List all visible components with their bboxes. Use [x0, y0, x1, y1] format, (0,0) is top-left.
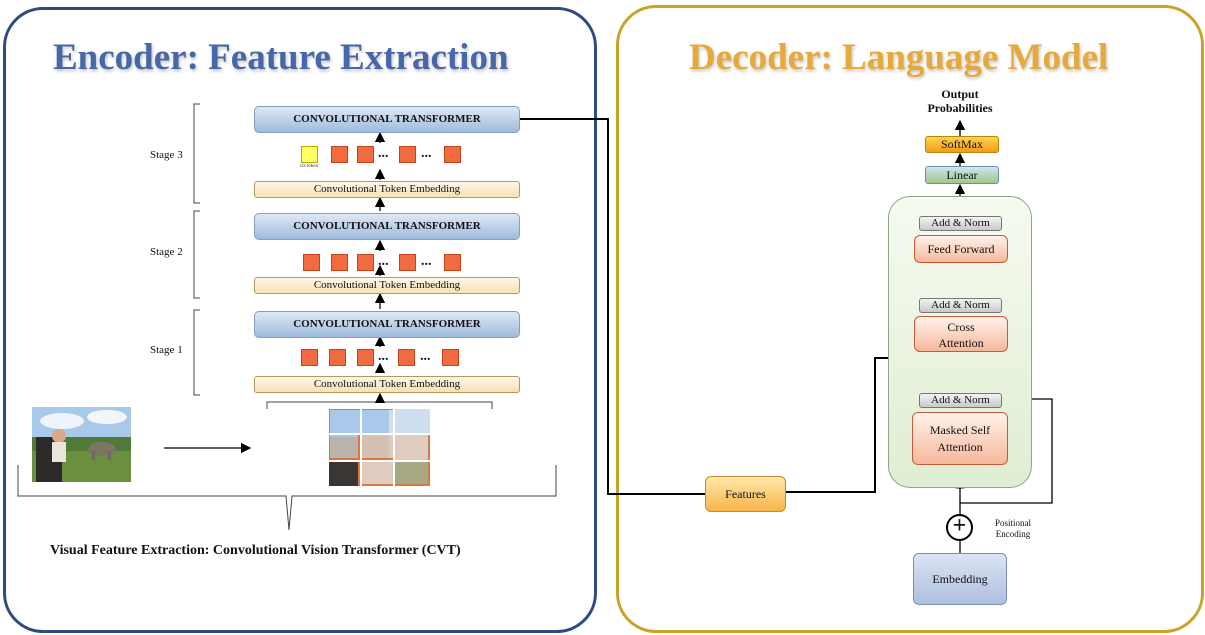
- cross-attention-line-1: Cross: [947, 320, 975, 334]
- softmax-box: SoftMax: [925, 136, 999, 153]
- token: [444, 254, 461, 271]
- token: [303, 254, 320, 271]
- add-norm-top: Add & Norm: [919, 216, 1002, 231]
- stage-3-conv-transformer: CONVOLUTIONAL TRANSFORMER: [254, 106, 520, 133]
- cross-attention-line-2: Attention: [938, 336, 984, 350]
- encoder-title: Encoder: Feature Extraction: [53, 37, 509, 78]
- stage-3-token-embedding: Convolutional Token Embedding: [254, 181, 520, 198]
- stage-1-label: Stage 1: [150, 344, 183, 356]
- output-line-2: Probabilities: [927, 101, 993, 115]
- stage-2-token-embedding: Convolutional Token Embedding: [254, 277, 520, 294]
- token: [357, 146, 374, 163]
- cross-attention-box: Cross Attention: [914, 316, 1008, 352]
- stage-1-token-embedding: Convolutional Token Embedding: [254, 376, 520, 393]
- cls-token: [301, 146, 318, 163]
- token: [329, 349, 346, 366]
- add-norm-bottom: Add & Norm: [919, 393, 1002, 408]
- encoder-caption: Visual Feature Extraction: Convolutional…: [50, 543, 461, 558]
- token: [399, 146, 416, 163]
- token: [357, 254, 374, 271]
- add-circle-icon: +: [946, 514, 973, 541]
- add-norm-middle: Add & Norm: [919, 298, 1002, 313]
- token: [331, 146, 348, 163]
- ellipsis: ...: [378, 349, 389, 364]
- output-probabilities-label: Output Probabilities: [910, 87, 1010, 115]
- stage-2-conv-transformer: CONVOLUTIONAL TRANSFORMER: [254, 213, 520, 240]
- feed-forward-box: Feed Forward: [914, 235, 1008, 263]
- token: [398, 349, 415, 366]
- linear-box: Linear: [925, 166, 999, 184]
- masked-self-attention-box: Masked Self Attention: [912, 412, 1008, 465]
- ellipsis: ...: [378, 254, 389, 269]
- token: [357, 349, 374, 366]
- stage-3-label: Stage 3: [150, 149, 183, 161]
- decoder-title: Decoder: Language Model: [689, 37, 1109, 78]
- features-box: Features: [705, 476, 786, 512]
- token: [442, 349, 459, 366]
- ellipsis: ...: [420, 349, 431, 364]
- input-image: [32, 407, 131, 482]
- image-patches: [329, 409, 430, 486]
- stage-1-conv-transformer: CONVOLUTIONAL TRANSFORMER: [254, 311, 520, 338]
- token: [331, 254, 348, 271]
- ellipsis: ...: [421, 254, 432, 269]
- positional-line-2: Encoding: [995, 529, 1031, 539]
- ellipsis: ...: [378, 146, 389, 161]
- token: [399, 254, 416, 271]
- token: [444, 146, 461, 163]
- masked-line-2: Attention: [937, 440, 983, 454]
- output-line-1: Output: [941, 87, 979, 101]
- cls-token-label: cls token: [300, 164, 318, 169]
- stage-2-label: Stage 2: [150, 246, 183, 258]
- masked-line-1: Masked Self: [929, 423, 991, 437]
- embedding-box: Embedding: [913, 553, 1007, 605]
- ellipsis: ...: [421, 146, 432, 161]
- positional-encoding-label: Positional Encoding: [983, 518, 1043, 540]
- positional-line-1: Positional: [994, 518, 1031, 528]
- token: [301, 349, 318, 366]
